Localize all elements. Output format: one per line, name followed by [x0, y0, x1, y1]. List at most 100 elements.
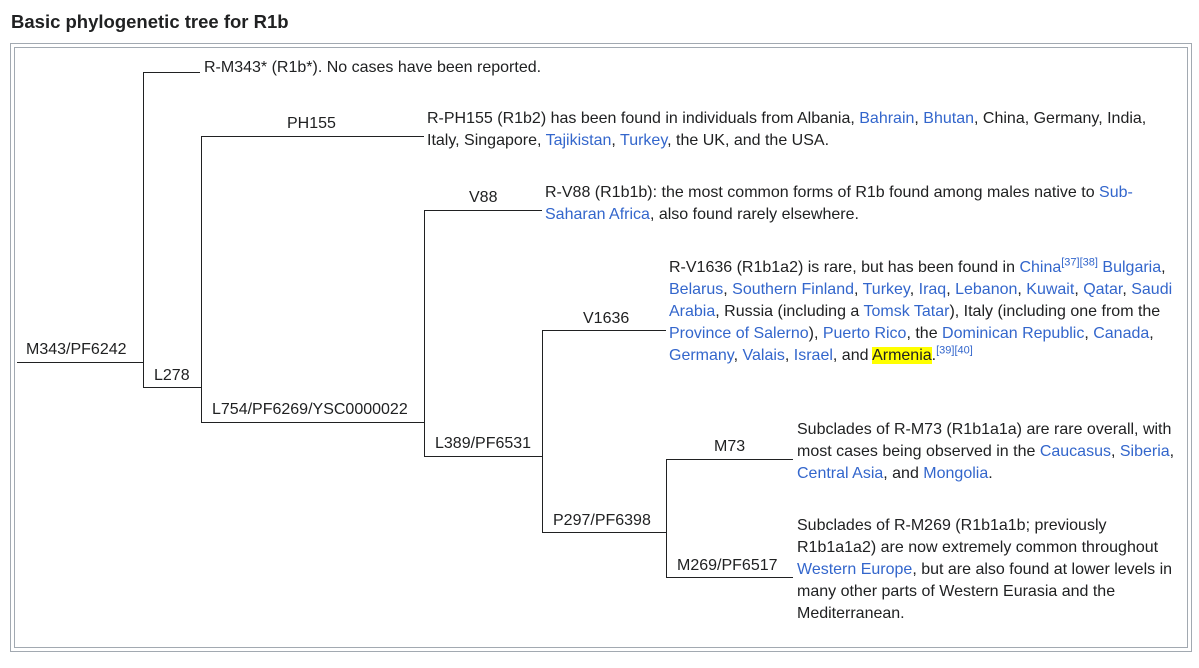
link-israel[interactable]: Israel — [793, 347, 833, 364]
separator: , — [1169, 443, 1175, 460]
branch-v88 — [424, 210, 542, 211]
node-label-ph155: PH155 — [287, 115, 336, 132]
branch-p297-vertical — [542, 330, 543, 533]
link-bulgaria[interactable]: Bulgaria — [1102, 259, 1162, 276]
page-title: Basic phylogenetic tree for R1b — [11, 11, 289, 32]
link-china[interactable]: China — [1019, 259, 1062, 276]
node-label-v88: V88 — [469, 189, 498, 206]
description-text: , also found rarely elsewhere. — [649, 206, 859, 223]
separator: , — [1122, 281, 1132, 298]
link-central-asia[interactable]: Central Asia — [797, 465, 884, 482]
link-dominican-republic[interactable]: Dominican Republic — [942, 325, 1085, 342]
tree-frame — [10, 43, 1192, 652]
separator: , — [946, 281, 956, 298]
link-kuwait[interactable]: Kuwait — [1026, 281, 1075, 298]
reference-38[interactable]: [38] — [1079, 256, 1098, 269]
description-m269: Subclades of R-M269 (R1b1a1b; previously… — [797, 515, 1187, 625]
description-text: ), — [808, 325, 823, 342]
separator: , — [909, 281, 919, 298]
link-western-europe[interactable]: Western Europe — [797, 561, 913, 578]
separator: , — [733, 347, 743, 364]
branch-m269 — [666, 577, 793, 578]
link-turkey[interactable]: Turkey — [620, 132, 668, 149]
link-puerto-rico[interactable]: Puerto Rico — [822, 325, 907, 342]
branch-l278-vertical — [143, 72, 144, 388]
description-text: , — [914, 110, 924, 127]
description-text: R-V1636 (R1b1a2) is rare, but has been f… — [669, 259, 1020, 276]
link-tajikistan[interactable]: Tajikistan — [545, 132, 612, 149]
description-text: R-V88 (R1b1b): the most common forms of … — [545, 184, 1100, 201]
reference-37[interactable]: [37] — [1061, 256, 1080, 269]
separator: , — [723, 281, 733, 298]
description-text: R-PH155 (R1b2) has been found in individ… — [427, 110, 860, 127]
branch-m343-star — [143, 72, 200, 73]
link-belarus[interactable]: Belarus — [669, 281, 724, 298]
separator: , — [784, 347, 794, 364]
link-bahrain[interactable]: Bahrain — [859, 110, 915, 127]
description-text: , Russia (including a — [715, 303, 864, 320]
reference-sup: [39][40] — [936, 345, 973, 357]
description-text: Subclades of R-M73 (R1b1a1a) are rare ov… — [797, 421, 1172, 460]
separator: , — [854, 281, 863, 298]
link-qatar[interactable]: Qatar — [1083, 281, 1123, 298]
separator: , — [1110, 443, 1120, 460]
link-caucasus[interactable]: Caucasus — [1039, 443, 1111, 460]
node-label-v1636: V1636 — [583, 310, 630, 327]
node-label-m73: M73 — [714, 438, 746, 455]
link-valais[interactable]: Valais — [742, 347, 785, 364]
tree-frame-inner — [14, 47, 1188, 648]
node-label-p297: P297/PF6398 — [553, 512, 651, 529]
description-v88: R-V88 (R1b1b): the most common forms of … — [545, 182, 1175, 226]
link-siberia[interactable]: Siberia — [1119, 443, 1170, 460]
link-saudi-arabia[interactable]: Saudi Arabia — [669, 281, 1173, 320]
description-text: , China, Germany, India, Italy, Singapor… — [427, 110, 1147, 149]
description-text: . — [988, 465, 993, 482]
node-label-root: M343/PF6242 — [26, 341, 127, 358]
description-text: Subclades of R-M269 (R1b1a1b; previously… — [797, 517, 1159, 556]
link-canada[interactable]: Canada — [1093, 325, 1150, 342]
branch-l278-lower — [143, 387, 201, 388]
description-text: R-M343* (R1b*). No cases have been repor… — [204, 59, 542, 76]
link-iraq[interactable]: Iraq — [918, 281, 947, 298]
description-text: ), Italy (including one from the — [949, 303, 1161, 320]
branch-ph155 — [201, 136, 424, 137]
node-label-m269: M269/PF6517 — [677, 557, 778, 574]
description-m343: R-M343* (R1b*). No cases have been repor… — [204, 57, 624, 79]
description-text: , and — [832, 347, 873, 364]
description-text: , the — [906, 325, 943, 342]
branch-v1636 — [542, 330, 666, 331]
link-lebanon[interactable]: Lebanon — [955, 281, 1018, 298]
reference-39[interactable]: [39] — [936, 344, 955, 357]
link-turkey-v1636[interactable]: Turkey — [862, 281, 910, 298]
link-mongolia[interactable]: Mongolia — [923, 465, 989, 482]
link-southern-finland[interactable]: Southern Finland — [732, 281, 854, 298]
link-sub-saharan-africa[interactable]: Sub-Saharan Africa — [545, 184, 1133, 223]
node-label-l278: L278 — [154, 367, 190, 384]
branch-l754-vertical — [201, 136, 202, 423]
branch-l754 — [201, 422, 424, 423]
branch-m73 — [666, 459, 793, 460]
link-bhutan[interactable]: Bhutan — [923, 110, 975, 127]
branch-m269-vertical — [666, 459, 667, 578]
description-text: , — [611, 132, 621, 149]
link-germany[interactable]: Germany — [669, 347, 734, 364]
branch-root — [17, 362, 143, 363]
node-label-l754: L754/PF6269/YSC0000022 — [212, 401, 408, 418]
separator: , — [1074, 281, 1084, 298]
description-text: , and — [883, 465, 924, 482]
node-label-l389: L389/PF6531 — [435, 435, 532, 452]
description-ph155: R-PH155 (R1b2) has been found in individ… — [427, 108, 1167, 152]
reference-sup: [37][38] — [1061, 257, 1098, 269]
branch-l389-vertical — [424, 210, 425, 457]
separator: , — [1017, 281, 1027, 298]
link-province-of-salerno[interactable]: Province of Salerno — [669, 325, 809, 342]
separator: , — [1084, 325, 1094, 342]
link-tomsk-tatar[interactable]: Tomsk Tatar — [863, 303, 950, 320]
description-v1636: R-V1636 (R1b1a2) is rare, but has been f… — [669, 257, 1189, 367]
description-text: , but are also found at lower levels in … — [797, 561, 1173, 622]
branch-p297 — [542, 532, 666, 533]
reference-40[interactable]: [40] — [954, 344, 973, 357]
description-m73: Subclades of R-M73 (R1b1a1a) are rare ov… — [797, 419, 1177, 485]
separator: , — [1161, 259, 1166, 276]
description-text: . — [931, 347, 937, 364]
